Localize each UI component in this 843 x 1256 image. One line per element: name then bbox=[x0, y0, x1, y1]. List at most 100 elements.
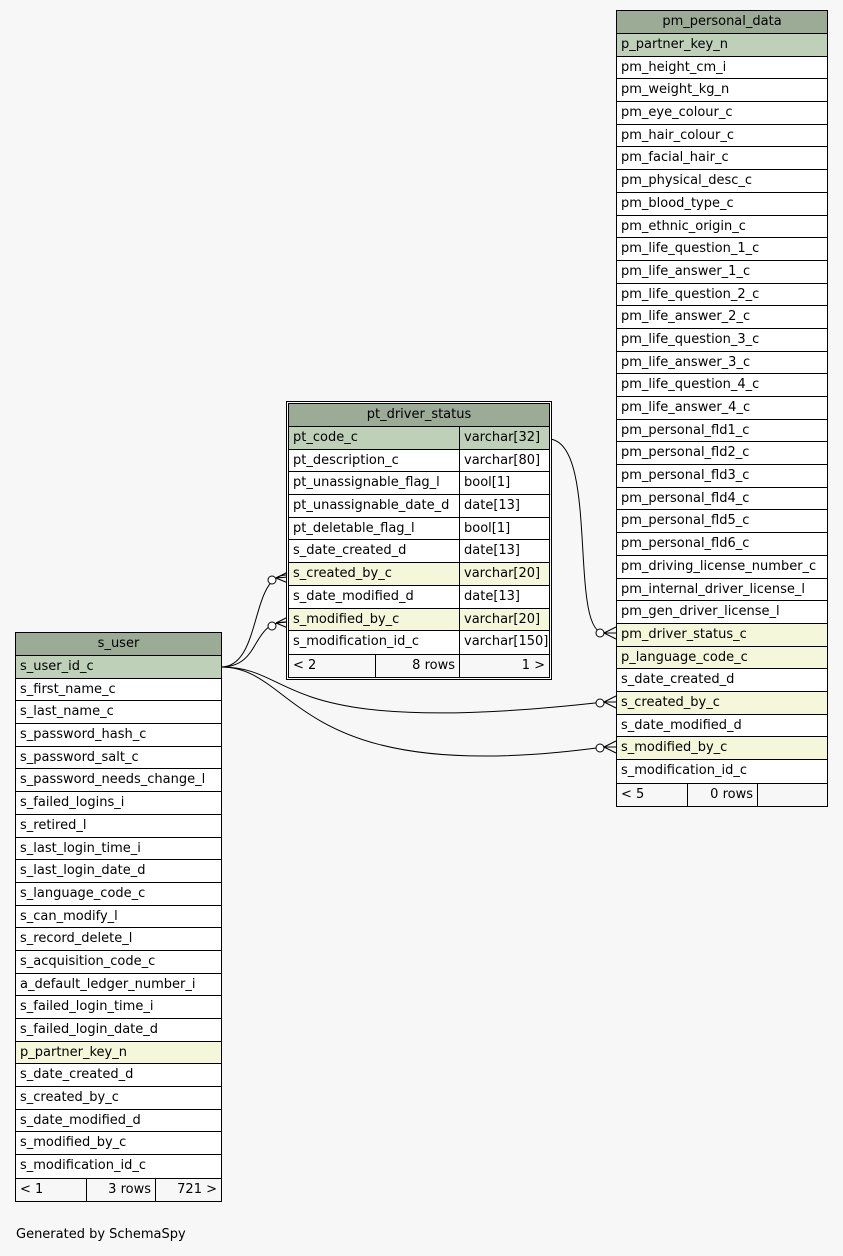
column-row[interactable]: s_first_name_c bbox=[16, 679, 221, 702]
column-row[interactable]: pm_hair_colour_c bbox=[617, 125, 827, 148]
column-row[interactable]: s_modification_id_c bbox=[617, 760, 827, 783]
column-row[interactable]: s_modified_by_c bbox=[16, 1132, 221, 1156]
column-row[interactable]: pm_life_answer_1_c bbox=[617, 261, 827, 284]
column-row[interactable]: pm_height_cm_i bbox=[617, 57, 827, 80]
column-row[interactable]: pm_gen_driver_license_l bbox=[617, 601, 827, 624]
relationship-pt-code-to-pm-driver-status bbox=[547, 438, 605, 634]
parents-count[interactable]: < 2 bbox=[293, 657, 317, 673]
column-name: s_acquisition_code_c bbox=[20, 953, 156, 969]
column-row[interactable]: s_created_by_c bbox=[16, 1087, 221, 1110]
column-row[interactable]: pm_eye_colour_c bbox=[617, 102, 827, 125]
column-row[interactable]: pm_life_answer_4_c bbox=[617, 397, 827, 420]
parents-count[interactable]: < 5 bbox=[621, 786, 645, 802]
column-row[interactable]: pm_personal_fld1_c bbox=[617, 420, 827, 443]
table-title[interactable]: s_user bbox=[16, 633, 221, 656]
column-name: s_modified_by_c bbox=[621, 740, 728, 756]
children-count[interactable] bbox=[757, 783, 827, 806]
column-row[interactable]: s_password_hash_c bbox=[16, 724, 221, 747]
column-name: s_modified_by_c bbox=[293, 611, 400, 627]
children-count[interactable]: 721 > bbox=[155, 1178, 221, 1201]
column-row[interactable]: pm_facial_hair_c bbox=[617, 147, 827, 171]
column-name: s_modified_by_c bbox=[20, 1135, 127, 1151]
column-row[interactable]: s_failed_logins_i bbox=[16, 792, 221, 815]
column-row[interactable]: pm_life_answer_3_c bbox=[617, 352, 827, 375]
column-row[interactable]: pm_personal_fld5_c bbox=[617, 510, 827, 534]
column-row[interactable]: pm_internal_driver_license_l bbox=[617, 579, 827, 602]
column-name: pm_life_answer_1_c bbox=[621, 263, 751, 279]
column-row[interactable]: pm_personal_fld6_c bbox=[617, 533, 827, 556]
column-row[interactable]: pm_life_question_2_c bbox=[617, 284, 827, 307]
column-row[interactable]: pm_weight_kg_n bbox=[617, 79, 827, 103]
column-row[interactable]: s_failed_login_date_d bbox=[16, 1019, 221, 1042]
column-name: p_partner_key_n bbox=[20, 1044, 127, 1060]
column-row[interactable]: pm_driver_status_c bbox=[617, 623, 827, 647]
column-name: s_failed_logins_i bbox=[20, 795, 125, 811]
column-row[interactable]: s_last_login_time_i bbox=[16, 838, 221, 861]
column-row[interactable]: s_created_by_c bbox=[617, 691, 827, 715]
column-row[interactable]: a_default_ledger_number_i bbox=[16, 974, 221, 997]
column-row[interactable]: pm_personal_fld4_c bbox=[617, 488, 827, 511]
column-row[interactable]: s_modified_by_c bbox=[617, 737, 827, 760]
column-row[interactable]: p_partner_key_n bbox=[617, 34, 827, 57]
column-row[interactable]: s_modification_id_c bbox=[16, 1155, 221, 1178]
column-name: s_date_created_d bbox=[20, 1067, 134, 1083]
column-name: pm_life_question_2_c bbox=[621, 286, 760, 302]
column-name: pm_driver_status_c bbox=[621, 626, 747, 642]
relationship-user-to-pt-created-by bbox=[220, 574, 287, 668]
column-row[interactable]: s_date_modified_d bbox=[16, 1110, 221, 1133]
column-row[interactable]: s_can_modify_l bbox=[16, 906, 221, 929]
column-name: s_failed_login_date_d bbox=[20, 1022, 159, 1037]
column-row[interactable]: p_language_code_c bbox=[617, 646, 827, 670]
column-row[interactable]: s_language_code_c bbox=[16, 883, 221, 906]
column-row[interactable]: s_acquisition_code_c bbox=[16, 951, 221, 974]
parents-count[interactable]: < 1 bbox=[20, 1181, 44, 1197]
column-row[interactable]: pm_blood_type_c bbox=[617, 193, 827, 216]
column-row[interactable]: s_last_login_date_d bbox=[16, 860, 221, 883]
column-row[interactable]: s_date_created_d bbox=[16, 1064, 221, 1088]
column-row[interactable]: s_last_name_c bbox=[16, 701, 221, 725]
column-row[interactable]: s_password_needs_change_l bbox=[16, 769, 221, 793]
column-row[interactable]: pm_driving_license_number_c bbox=[617, 556, 827, 579]
column-row[interactable]: s_user_id_c bbox=[16, 656, 221, 679]
column-row[interactable]: s_date_modified_d bbox=[617, 715, 827, 738]
column-name: pt_deletable_flag_l bbox=[293, 520, 415, 536]
column-row[interactable]: s_record_delete_l bbox=[16, 928, 221, 951]
column-name: pm_personal_fld6_c bbox=[621, 536, 750, 552]
column-row[interactable]: pm_life_question_4_c bbox=[617, 374, 827, 397]
column-row[interactable]: p_partner_key_n bbox=[16, 1041, 221, 1065]
column-row[interactable]: pm_life_question_1_c bbox=[617, 238, 827, 261]
column-row[interactable]: s_retired_l bbox=[16, 815, 221, 838]
column-row[interactable]: s_failed_login_time_i bbox=[16, 996, 221, 1019]
children-count[interactable]: 1 > bbox=[459, 654, 549, 677]
column-name: pm_personal_fld5_c bbox=[621, 513, 750, 529]
column-row[interactable]: pm_ethnic_origin_c bbox=[617, 216, 827, 239]
column-name: s_date_created_d bbox=[293, 543, 407, 559]
table-title[interactable]: pt_driver_status bbox=[289, 404, 549, 427]
column-name: s_retired_l bbox=[20, 817, 87, 833]
column-row[interactable]: pm_physical_desc_c bbox=[617, 170, 827, 193]
column-name: s_language_code_c bbox=[20, 885, 146, 901]
table-title[interactable]: pm_personal_data bbox=[617, 11, 827, 34]
column-row[interactable]: pm_life_question_3_c bbox=[617, 329, 827, 352]
column-row[interactable]: pm_personal_fld2_c bbox=[617, 442, 827, 466]
column-row[interactable]: pm_personal_fld3_c bbox=[617, 465, 827, 488]
column-name: pm_life_question_3_c bbox=[621, 331, 760, 347]
column-name: s_failed_login_time_i bbox=[20, 999, 154, 1015]
column-row[interactable]: s_date_created_d bbox=[617, 669, 827, 692]
column-row[interactable]: s_password_salt_c bbox=[16, 747, 221, 770]
column-row[interactable]: pm_life_answer_2_c bbox=[617, 306, 827, 329]
